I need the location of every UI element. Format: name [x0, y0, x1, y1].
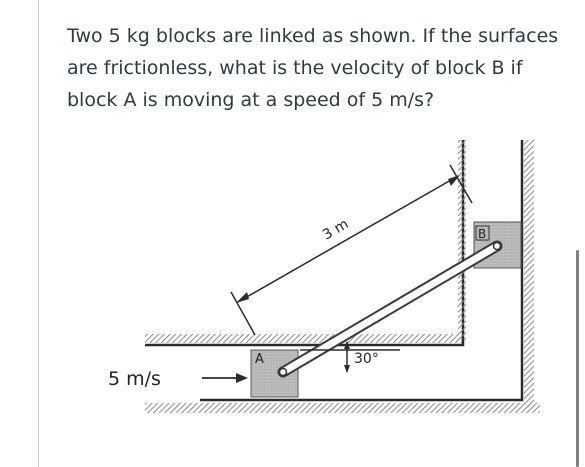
dimension-extension-b — [449, 164, 473, 204]
upper-floor-hatch — [145, 334, 463, 343]
inner-guide-line — [145, 140, 465, 347]
block-a-label: A — [255, 352, 264, 367]
question-text: Two 5 kg blocks are linked as shown. If … — [67, 25, 559, 111]
angle-label: 30° — [354, 351, 379, 367]
block-b-label-box — [475, 225, 490, 241]
dimension-arrow-end — [448, 175, 460, 186]
velocity-arrowhead — [236, 373, 248, 383]
speed-label: 5 m/s — [108, 368, 161, 390]
outer-guide-line — [200, 140, 524, 402]
pin-b — [492, 241, 502, 251]
left-wall-hatch — [458, 140, 466, 340]
block-b-label: B — [478, 227, 486, 241]
lower-floor-hatch — [145, 403, 540, 413]
question-card: Two 5 kg blocks are linked as shown. If … — [38, 0, 585, 467]
pin-a — [278, 367, 288, 377]
angle-arrow-down — [344, 365, 350, 373]
angle-arrow-up — [344, 341, 350, 349]
dimension-extension-a — [230, 291, 256, 336]
scrollbar-thumb[interactable] — [576, 250, 579, 467]
link-rod — [279, 242, 501, 376]
dimension-line — [237, 175, 459, 303]
right-wall-hatch — [524, 140, 534, 408]
dimension-arrow-start — [236, 292, 249, 303]
